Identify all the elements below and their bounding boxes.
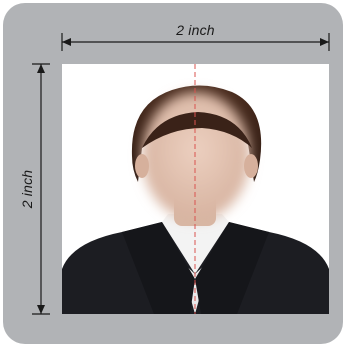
face-blurred	[142, 92, 250, 220]
person-portrait	[62, 64, 329, 314]
passport-photo	[62, 64, 329, 314]
width-label: 2 inch	[62, 22, 329, 38]
height-label: 2 inch	[19, 170, 35, 209]
